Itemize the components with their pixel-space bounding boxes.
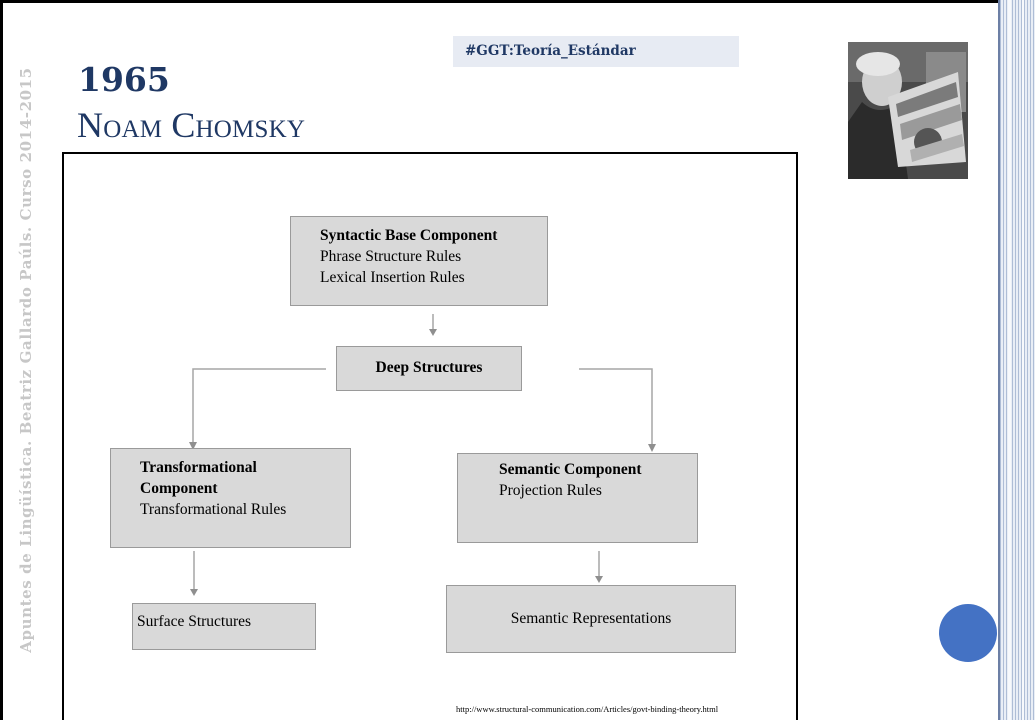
portrait-image — [848, 42, 968, 179]
deep-structures-box: Deep Structures — [336, 346, 522, 391]
slide-top-border — [0, 0, 1035, 3]
transformational-title: Component — [140, 480, 218, 497]
transformational-component-box: Transformational Component Transformatio… — [110, 448, 351, 548]
base-component-rule: Phrase Structure Rules — [320, 248, 462, 265]
semantic-component-title: Semantic Component — [499, 461, 642, 478]
semantic-component-box: Semantic Component Projection Rules — [457, 453, 698, 543]
semantic-representations-box: Semantic Representations — [446, 585, 736, 653]
decorative-circle — [939, 604, 997, 662]
right-divider — [998, 0, 1000, 720]
diagram-frame: Syntactic Base Component Phrase Structur… — [62, 152, 798, 720]
side-caption-text: Apuntes de Lingüística. Beatriz Gallardo… — [17, 67, 35, 653]
side-caption: Apuntes de Lingüística. Beatriz Gallardo… — [4, 0, 48, 720]
portrait-photo — [848, 42, 968, 179]
transformational-rule: Transformational Rules — [140, 501, 287, 518]
source-url: http://www.structural-communication.com/… — [456, 704, 719, 714]
semantic-representations-label: Semantic Representations — [510, 610, 672, 627]
slide-year: 1965 — [78, 60, 170, 99]
semantic-component-rule: Projection Rules — [499, 482, 602, 499]
surface-structures-label: Surface Structures — [137, 613, 252, 630]
hashtag-text: #GGT:Teoría_Estándar — [465, 43, 636, 59]
connector-lines — [189, 314, 656, 596]
base-component-title: Syntactic Base Component — [320, 227, 498, 244]
slide-left-border — [0, 0, 3, 720]
hashtag-banner: #GGT:Teoría_Estándar — [453, 36, 739, 67]
syntactic-base-component-box: Syntactic Base Component Phrase Structur… — [290, 216, 548, 306]
transformational-title: Transformational — [140, 459, 257, 476]
deep-structures-label: Deep Structures — [375, 359, 483, 376]
slide-title: Noam Chomsky — [77, 105, 306, 145]
surface-structures-box: Surface Structures — [132, 603, 316, 650]
base-component-rule: Lexical Insertion Rules — [320, 269, 465, 286]
right-decorative-band — [1000, 0, 1035, 720]
